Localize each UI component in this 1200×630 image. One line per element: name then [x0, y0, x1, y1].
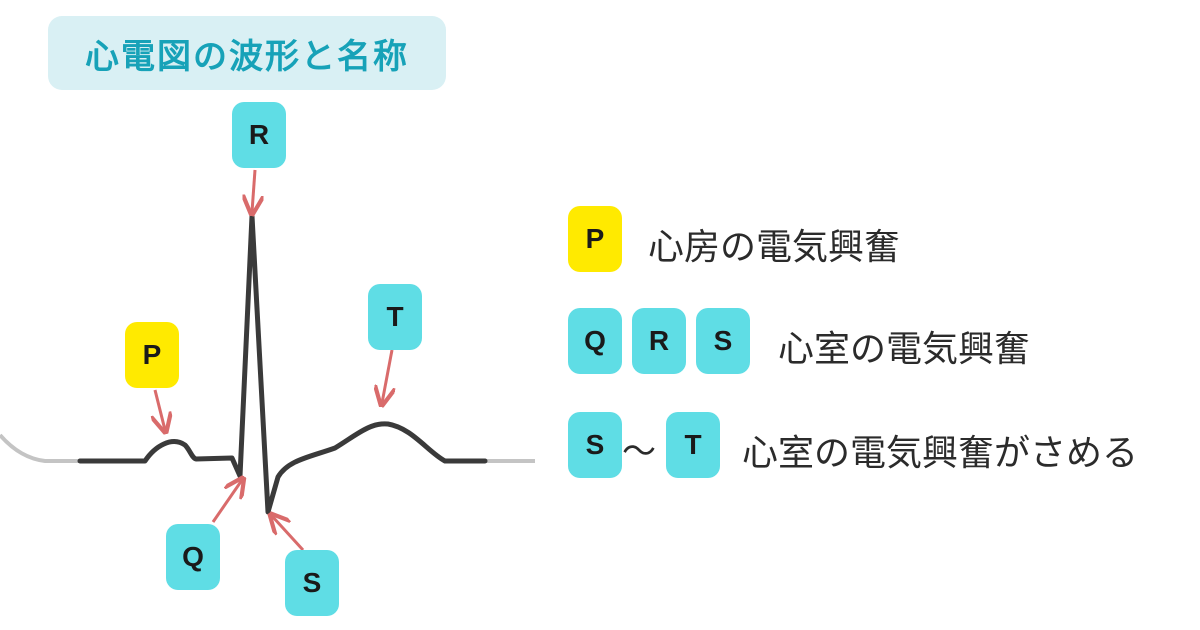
legend-text-st: 心室の電気興奮がさめる: [742, 433, 1139, 474]
arrow-t: [382, 349, 392, 403]
wave-label-s: S: [285, 550, 339, 616]
legend-badge-p: P: [568, 206, 622, 272]
wave-label-r: R: [232, 102, 286, 168]
arrow-p: [155, 389, 165, 430]
legend-text-p: 心房の電気興奮: [648, 227, 901, 268]
legend-text-qrs: 心室の電気興奮: [778, 329, 1031, 370]
legend-tilde: ～: [622, 432, 656, 472]
baseline-left: [0, 433, 80, 463]
legend-badge-r: R: [632, 308, 686, 374]
ecg-trace: [77, 213, 488, 515]
legend-badge-q: Q: [568, 308, 622, 374]
legend-badge-s: S: [696, 308, 750, 374]
page-title: 心電図の波形と名称: [48, 16, 446, 90]
wave-label-t: T: [368, 284, 422, 350]
arrow-r: [252, 169, 255, 212]
wave-label-p: P: [125, 322, 179, 388]
arrow-q: [211, 480, 242, 523]
legend-badge-st-start: S: [568, 412, 622, 478]
arrow-s: [272, 516, 305, 552]
legend-badge-st-end: T: [666, 412, 720, 478]
wave-label-q: Q: [166, 524, 220, 590]
